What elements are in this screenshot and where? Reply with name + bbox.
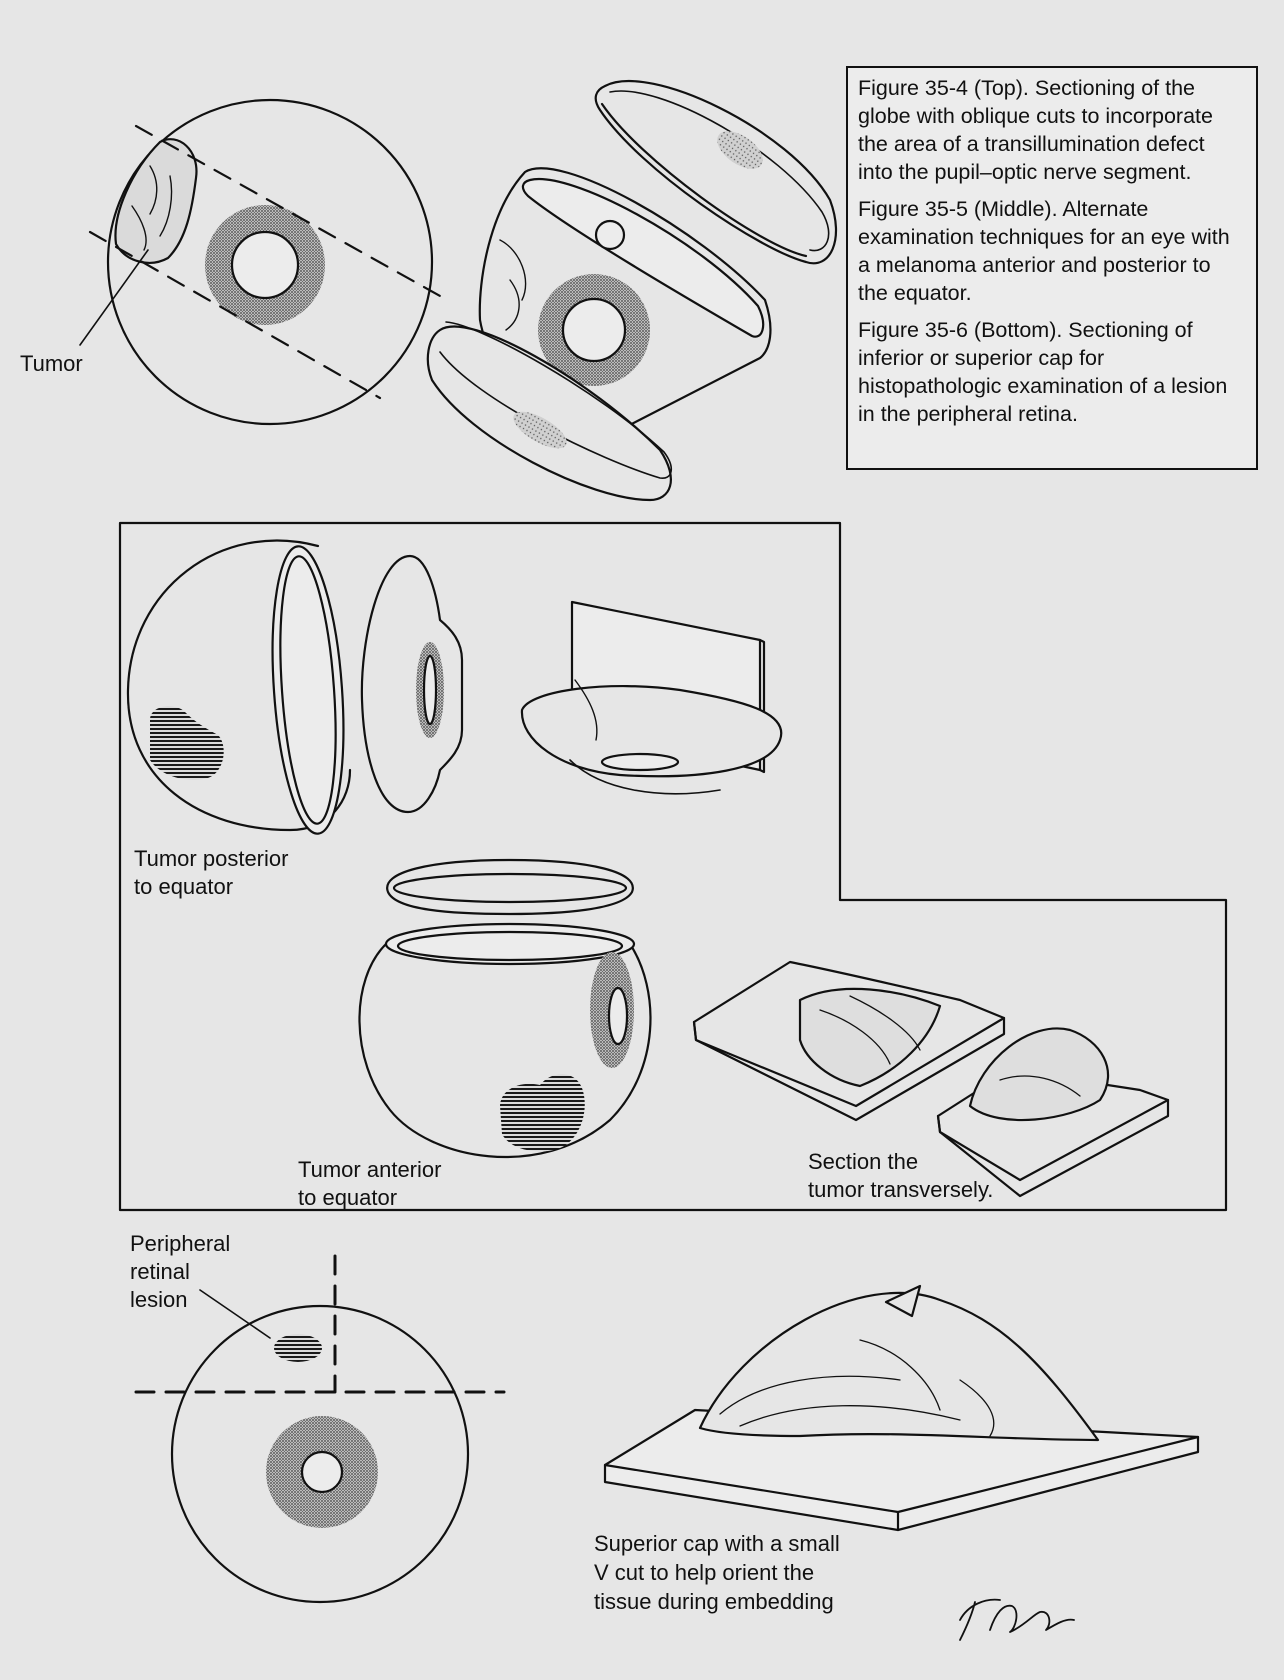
tumor-anterior-label-line1: Tumor anterior	[298, 1157, 442, 1182]
superior-cap-label-line3: tissue during embedding	[594, 1589, 834, 1614]
globe-oblique-cut-figure	[79, 80, 838, 502]
tumor-posterior-label-line1: Tumor posterior	[134, 846, 289, 871]
caption-fig-35-6: Figure 35-6 (Bottom). Sectioning of infe…	[858, 318, 1228, 426]
artist-signature	[959, 1598, 1075, 1641]
caption-fig-35-5: Figure 35-5 (Middle). Alternate examinat…	[858, 197, 1230, 305]
section-label-line1: Section the	[808, 1149, 919, 1174]
tumor-label: Tumor	[20, 351, 83, 376]
tumor-posterior-label-line2: to equator	[134, 874, 234, 899]
superior-cap-block	[603, 1284, 1200, 1532]
middle-figure-frame	[118, 521, 1228, 1212]
tumor-anterior-label-line2: to equator	[298, 1185, 398, 1210]
peripheral-lesion-label-line2: retinal	[130, 1259, 190, 1284]
peripheral-lesion-label-line1: Peripheral	[130, 1231, 231, 1256]
caption-fig-35-4: Figure 35-4 (Top). Sectioning of the glo…	[858, 76, 1213, 184]
cap-section-with-blade	[520, 600, 783, 795]
peripheral-lesion-label-line3: lesion	[130, 1287, 188, 1312]
caption-box: Figure 35-4 (Top). Sectioning of the glo…	[846, 66, 1258, 470]
superior-cap-label-line1: Superior cap with a small	[594, 1531, 840, 1556]
section-label-line2: tumor transversely.	[808, 1177, 994, 1202]
globe-anterior-tumor	[358, 858, 652, 1159]
transverse-tumor-slices	[692, 960, 1170, 1198]
globe-posterior-tumor	[126, 539, 464, 835]
globe-peripheral-lesion	[134, 1254, 506, 1604]
superior-cap-label-line2: V cut to help orient the	[594, 1560, 815, 1585]
